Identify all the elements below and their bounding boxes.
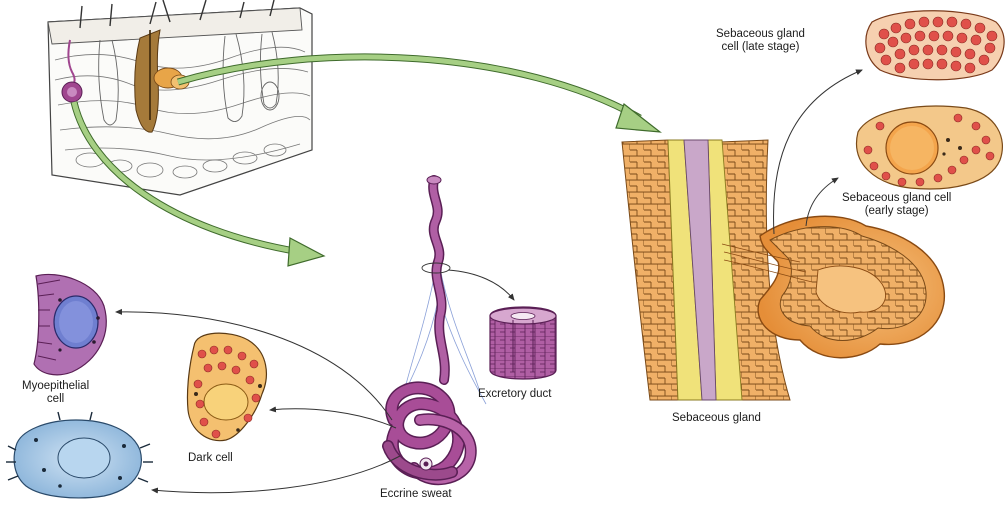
- label-eccrine-sweat: Eccrine sweat: [380, 488, 452, 501]
- sebaceous-cell-late-stage: [866, 11, 1004, 80]
- arrow-to-dark-cell: [270, 409, 396, 428]
- myoepithelial-cell: [34, 274, 106, 374]
- arrow-to-excretory-duct: [448, 270, 514, 300]
- label-sebaceous-late: Sebaceous gland cell (late stage): [716, 28, 805, 54]
- label-sebaceous-early: Sebaceous gland cell (early stage): [842, 192, 951, 218]
- excretory-duct-section: [490, 307, 556, 379]
- skin-block-illustration: [48, 0, 312, 195]
- dark-cell: [187, 333, 266, 441]
- eccrine-sweat-gland-illustration: [388, 176, 486, 479]
- label-excretory-duct: Excretory duct: [478, 388, 552, 401]
- label-dark-cell: Dark cell: [188, 452, 233, 465]
- clear-cell: [6, 412, 153, 498]
- label-sebaceous-gland: Sebaceous gland: [672, 412, 761, 425]
- label-myoepithelial: Myoepithelial cell: [22, 380, 89, 406]
- sebaceous-cell-early-stage: [857, 106, 1003, 189]
